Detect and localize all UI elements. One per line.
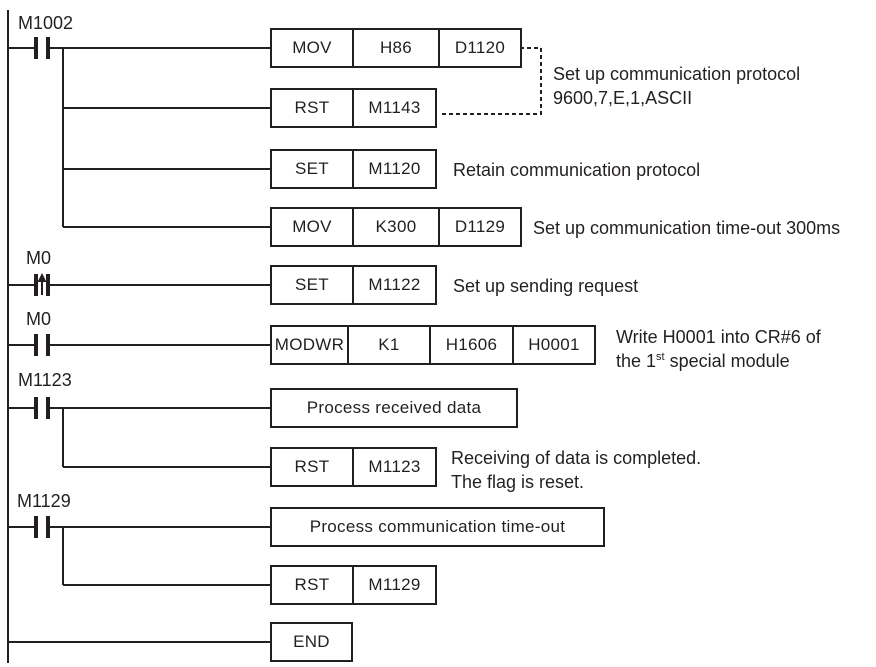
cell-statement: Process received data xyxy=(306,398,482,417)
box-mov-k300-d1129: MOV K300 D1129 xyxy=(270,207,522,247)
contact-m0-icon xyxy=(34,334,50,356)
cell-opcode: MODWR xyxy=(272,327,349,363)
box-rst-m1129: RST M1129 xyxy=(270,565,437,605)
comment-retain: Retain communication protocol xyxy=(453,160,701,180)
superscript: st xyxy=(656,351,665,363)
cell-operand: M1143 xyxy=(368,98,421,117)
contact-label-m0: M0 xyxy=(26,309,52,329)
box-mov-h86-d1120: MOV H86 D1120 xyxy=(270,28,522,68)
cell-opcode: MOV xyxy=(272,209,354,245)
comment-line: the 1st special module xyxy=(616,351,790,371)
box-set-m1120: SET M1120 xyxy=(270,149,437,189)
cell-operand: H86 xyxy=(354,30,440,66)
box-modwr: MODWR K1 H1606 H0001 xyxy=(270,325,596,365)
contact-m1123-icon xyxy=(34,397,50,419)
contact-label-m1129: M1129 xyxy=(17,491,71,511)
cell-operand: M1122 xyxy=(368,275,421,294)
comment-modwr: Write H0001 into CR#6 of the 1st special… xyxy=(616,325,821,373)
contact-label-m1123: M1123 xyxy=(18,370,72,390)
cell-operand: M1120 xyxy=(368,159,421,178)
cell-operand: D1129 xyxy=(454,217,506,236)
cell-operand: D1120 xyxy=(454,38,506,57)
contact-m1129-icon xyxy=(34,516,50,538)
cell-opcode: SET xyxy=(272,267,354,303)
contact-m0-rising-edge-icon xyxy=(34,273,50,296)
box-rst-m1123: RST M1123 xyxy=(270,447,437,487)
cell-opcode: END xyxy=(293,632,330,651)
comment-timeout: Set up communication time-out 300ms xyxy=(533,218,841,238)
comment-line: The flag is reset. xyxy=(451,472,585,492)
cell-opcode: RST xyxy=(272,449,354,485)
cell-operand: H1606 xyxy=(431,327,514,363)
cell-operand: K300 xyxy=(354,209,440,245)
cell-opcode: RST xyxy=(272,90,354,126)
cell-operand: M1129 xyxy=(368,575,421,594)
box-process-communication-timeout: Process communication time-out xyxy=(270,507,605,547)
comment-protocol: Set up communication protocol 9600,7,E,1… xyxy=(553,62,800,110)
contact-m1002-icon xyxy=(34,37,50,59)
box-set-m1122: SET M1122 xyxy=(270,265,437,305)
cell-opcode: MOV xyxy=(272,30,354,66)
comment-line: 9600,7,E,1,ASCII xyxy=(553,88,693,108)
box-end: END xyxy=(270,622,353,662)
cell-statement: Process communication time-out xyxy=(309,517,566,536)
comment-line: Set up communication protocol xyxy=(553,64,801,84)
cell-opcode: SET xyxy=(272,151,354,187)
contact-label-m0-rising: M0 xyxy=(26,248,52,268)
comment-sending: Set up sending request xyxy=(453,276,639,296)
cell-operand: H0001 xyxy=(528,335,580,354)
dashed-connector xyxy=(439,47,542,115)
comment-line: Write H0001 into CR#6 of xyxy=(616,327,821,347)
cell-operand: K1 xyxy=(349,327,431,363)
box-rst-m1143: RST M1143 xyxy=(270,88,437,128)
box-process-received-data: Process received data xyxy=(270,388,518,428)
cell-operand: M1123 xyxy=(368,457,421,476)
contact-label-m1002: M1002 xyxy=(18,13,74,33)
comment-line: Receiving of data is completed. xyxy=(451,448,702,468)
cell-opcode: RST xyxy=(272,567,354,603)
comment-receiving: Receiving of data is completed. The flag… xyxy=(451,446,701,494)
